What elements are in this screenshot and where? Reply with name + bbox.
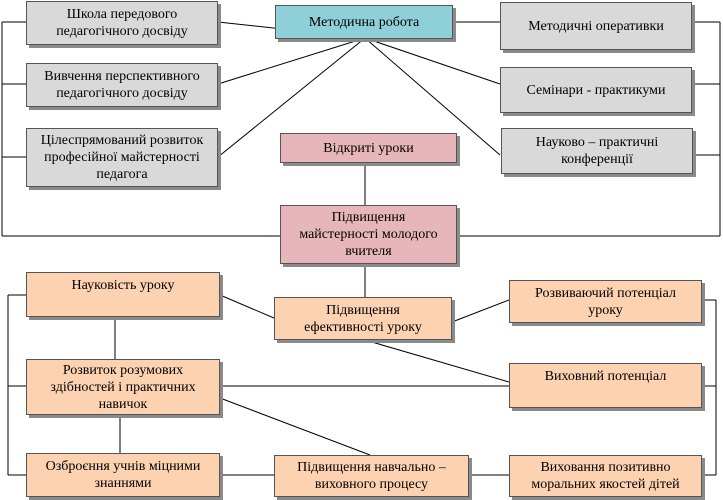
node-pidvyshchennia-navchalno-vykhovnoho: Підвищення навчально – виховного процесу <box>274 455 469 497</box>
node-seminary-praktykumy: Семінари - практикуми <box>500 67 692 113</box>
connector-line <box>364 37 501 156</box>
connector-line <box>219 294 275 319</box>
node-vyvchennia-perspektyvnoho-dosvidu: Вивчення перспективного педагогічного до… <box>26 63 218 107</box>
node-metodychni-operatyvky: Методичні оперативки <box>500 2 692 50</box>
node-rozvyvaiuchyi-potentsial: Розвиваючий потенціал уроку <box>509 280 702 323</box>
connector-line <box>219 397 371 456</box>
node-shkola-peredovoho-dosvidu: Школа передового педагогічного досвіду <box>26 1 218 45</box>
connector-line <box>217 37 366 158</box>
node-naukovist-uroku: Науковість уроку <box>26 272 220 317</box>
node-metodychna-robota: Методична робота <box>275 5 453 39</box>
node-ozbroiennia-uchniv: Озброєння учнів міцними знаннями <box>26 453 220 497</box>
connector-line <box>217 37 366 85</box>
node-pidvyshchennia-efektyvnosti-uroku: Підвищення ефективності уроку <box>274 297 452 340</box>
node-tsilespriamovanyi-rozvytok: Цілеспрямований розвиток професійної май… <box>26 128 218 187</box>
node-pidvyshchennia-maisternosti: Підвищення майстерності молодого вчителя <box>280 205 457 264</box>
connector-line <box>451 299 510 323</box>
node-vykhovnyi-potentsial: Виховний потенціал <box>509 363 702 408</box>
connector-line <box>364 37 501 85</box>
node-naukovo-praktychni-konferentsii: Науково – практичні конференції <box>501 128 693 174</box>
node-vidkryti-uroky: Відкриті уроки <box>280 133 457 163</box>
connector-line <box>364 339 510 383</box>
node-vykhovannia-moralnykh-yakostei: Виховання позитивно моральних якостей ді… <box>509 455 702 497</box>
node-rozvytok-rozumovykh-zdibnostei: Розвиток розумових здібностей і практичн… <box>26 359 220 415</box>
